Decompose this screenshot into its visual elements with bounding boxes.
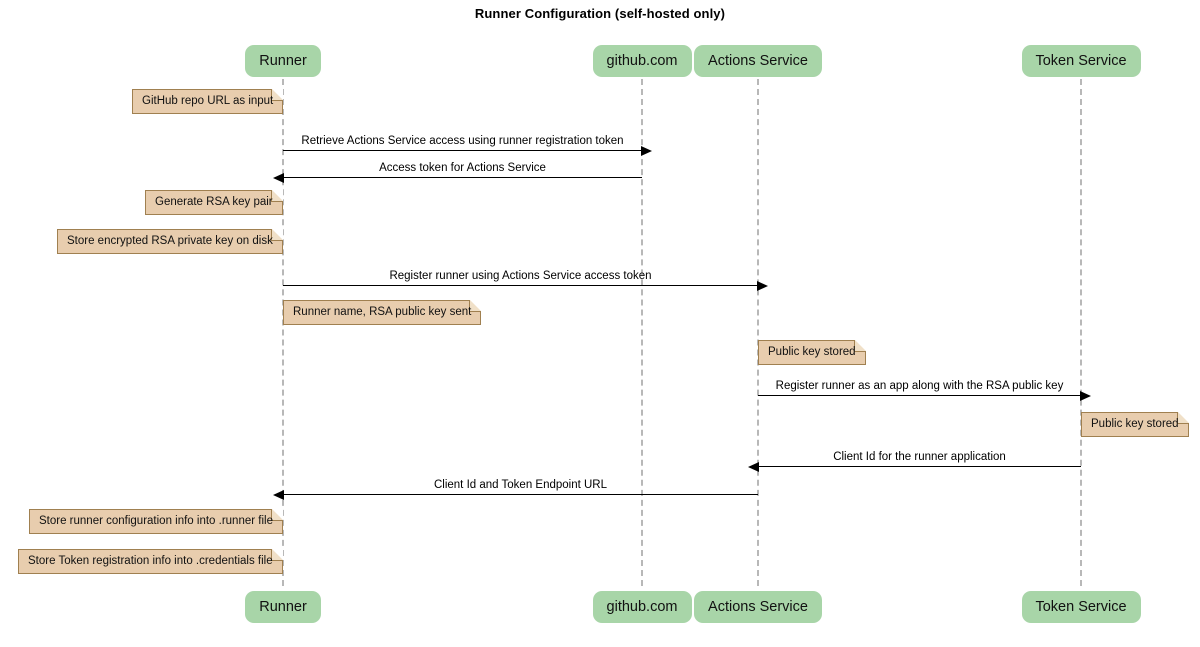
msg-retrieve-actions-access: Retrieve Actions Service access using ru… xyxy=(283,135,652,156)
msg-retrieve-actions-access-label: Retrieve Actions Service access using ru… xyxy=(301,134,624,147)
arrowhead-left-icon xyxy=(273,172,284,183)
arrowhead-right-icon xyxy=(1080,390,1091,401)
participant-runner-top[interactable]: Runner xyxy=(245,45,321,77)
participant-token-top[interactable]: Token Service xyxy=(1021,45,1141,77)
note-runner-name-public-key-label: Runner name, RSA public key sent xyxy=(293,305,472,318)
note-generate-rsa-label: Generate RSA key pair xyxy=(155,195,273,208)
note-fold-icon xyxy=(271,508,283,521)
msg-register-runner-as-app: Register runner as an app along with the… xyxy=(758,380,1091,401)
msg-client-id-runner-app-label: Client Id for the runner application xyxy=(833,450,1006,463)
msg-register-runner-as-app-label: Register runner as an app along with the… xyxy=(775,379,1064,392)
participant-actions-bottom[interactable]: Actions Service xyxy=(694,591,822,623)
participant-runner-bottom[interactable]: Runner xyxy=(245,591,321,623)
msg-access-token-label: Access token for Actions Service xyxy=(379,161,546,174)
note-fold-icon xyxy=(271,228,283,241)
lifeline-token xyxy=(1080,79,1082,586)
note-store-token-registration: Store Token registration info into .cred… xyxy=(18,548,283,574)
arrowhead-right-icon xyxy=(757,280,768,291)
note-store-private-key-label: Store encrypted RSA private key on disk xyxy=(67,234,273,247)
note-fold-icon xyxy=(469,299,481,312)
note-store-private-key: Store encrypted RSA private key on disk xyxy=(57,228,283,254)
note-store-runner-config-label: Store runner configuration info into .ru… xyxy=(39,514,273,527)
note-generate-rsa: Generate RSA key pair xyxy=(145,189,283,215)
note-github-repo-url: GitHub repo URL as input xyxy=(132,88,283,114)
participant-actions-top[interactable]: Actions Service xyxy=(694,45,822,77)
note-public-key-stored-token: Public key stored xyxy=(1081,411,1189,437)
participant-label: github.com xyxy=(606,599,678,615)
participant-label: Runner xyxy=(259,53,307,69)
note-fold-icon xyxy=(271,189,283,202)
msg-client-id-token-endpoint-label: Client Id and Token Endpoint URL xyxy=(433,478,608,491)
participant-label: Actions Service xyxy=(708,599,808,615)
note-store-token-registration-label: Store Token registration info into .cred… xyxy=(28,554,273,567)
note-public-key-stored-actions-label: Public key stored xyxy=(768,345,856,358)
msg-client-id-runner-app: Client Id for the runner application xyxy=(748,451,1081,472)
msg-client-id-token-endpoint: Client Id and Token Endpoint URL xyxy=(273,479,758,500)
participant-github-bottom[interactable]: github.com xyxy=(592,591,692,623)
note-fold-icon xyxy=(271,88,283,101)
note-fold-icon xyxy=(271,548,283,561)
msg-access-token: Access token for Actions Service xyxy=(273,162,642,183)
note-github-repo-url-label: GitHub repo URL as input xyxy=(142,94,274,107)
lifeline-runner xyxy=(282,79,284,586)
msg-register-runner-label: Register runner using Actions Service ac… xyxy=(389,269,652,282)
note-public-key-stored-token-label: Public key stored xyxy=(1091,417,1179,430)
participant-token-bottom[interactable]: Token Service xyxy=(1021,591,1141,623)
participant-github-top[interactable]: github.com xyxy=(592,45,692,77)
arrowhead-right-icon xyxy=(641,145,652,156)
msg-register-runner: Register runner using Actions Service ac… xyxy=(283,270,768,291)
arrowhead-left-icon xyxy=(748,461,759,472)
note-public-key-stored-actions: Public key stored xyxy=(758,339,866,365)
arrowhead-left-icon xyxy=(273,489,284,500)
lifeline-github xyxy=(641,79,643,586)
participant-label: Token Service xyxy=(1035,599,1127,615)
participant-label: Token Service xyxy=(1035,53,1127,69)
page-title: Runner Configuration (self-hosted only) xyxy=(474,6,726,21)
note-fold-icon xyxy=(1177,411,1189,424)
note-runner-name-public-key: Runner name, RSA public key sent xyxy=(283,299,481,325)
participant-label: Runner xyxy=(259,599,307,615)
lifeline-actions xyxy=(757,79,759,586)
note-fold-icon xyxy=(854,339,866,352)
participant-label: Actions Service xyxy=(708,53,808,69)
participant-label: github.com xyxy=(606,53,678,69)
note-store-runner-config: Store runner configuration info into .ru… xyxy=(29,508,283,534)
